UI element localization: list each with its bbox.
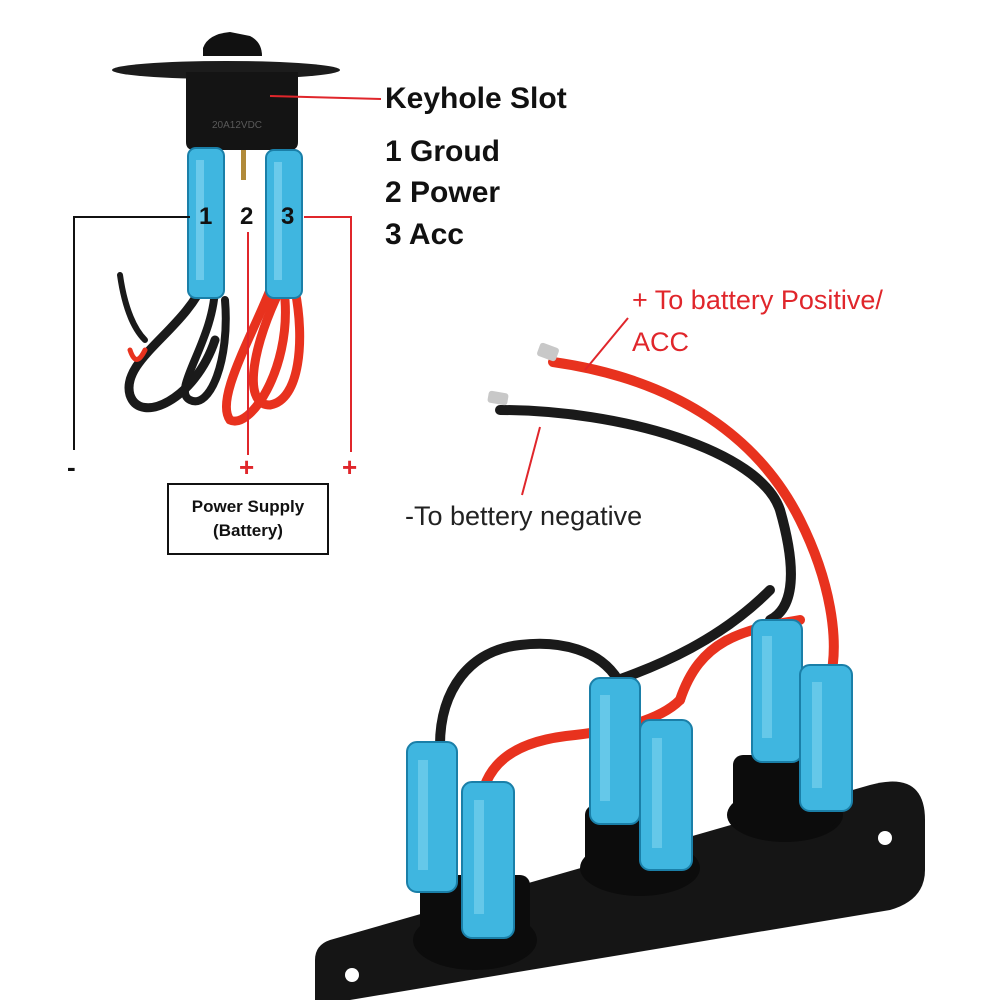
red-wire: [475, 695, 685, 820]
pin-number-3: 3: [281, 203, 295, 230]
positive-leader-line: [584, 317, 629, 371]
black-wire: [613, 585, 775, 685]
pin-number-1: 1: [199, 203, 213, 230]
plus-sign-power: +: [239, 452, 255, 482]
terminal-highlight: [418, 760, 428, 870]
keyhole-leader-line: [269, 95, 382, 100]
terminal-highlight: [196, 160, 204, 280]
wire-ends: [487, 342, 559, 406]
switch-body: [186, 72, 298, 150]
terminal-highlight: [812, 682, 822, 788]
power-supply-box: Power Supply (Battery): [167, 483, 329, 555]
pin2-legend: 2 Power: [385, 176, 501, 209]
pin-number-2: 2: [240, 203, 254, 230]
black-wire: [495, 405, 796, 625]
blue-terminal: [639, 719, 693, 871]
red-wire: [248, 285, 305, 410]
red-wire: [127, 347, 148, 362]
terminal-highlight: [474, 800, 484, 914]
bare-wire-tip: [537, 342, 559, 362]
bare-wire-tip: [487, 390, 509, 406]
single-rocker-switch: 20A12VDC: [112, 32, 340, 180]
mounting-hole: [345, 968, 359, 982]
ground-leader-line: [73, 216, 190, 450]
black-wire: [435, 638, 623, 750]
switch-rocker: [203, 32, 262, 56]
pin3-legend: 3 Acc: [385, 218, 464, 251]
top-diagram-leader-lines: [73, 95, 382, 455]
minus-sign: -: [67, 452, 76, 482]
terminal-highlight: [600, 695, 610, 801]
black-wire: [180, 281, 230, 406]
blue-terminal: [799, 664, 853, 812]
black-wire: [117, 272, 148, 343]
pin1-legend: 1 Groud: [385, 135, 501, 168]
blue-terminal: [461, 781, 515, 939]
switch-terminals: [187, 147, 303, 299]
negative-annotation: -To bettery negative: [405, 501, 643, 531]
negative-leader-line: [521, 426, 541, 496]
keyhole-slot-label: Keyhole Slot: [385, 82, 567, 115]
terminal-highlight: [652, 738, 662, 848]
switch-wire-bundle: [117, 272, 305, 426]
blue-terminal: [406, 741, 458, 893]
panel-terminals: [406, 619, 853, 939]
power-supply-line1: Power Supply: [191, 497, 305, 516]
red-wire: [548, 357, 839, 685]
positive-annotation-line2: ACC: [632, 327, 690, 357]
power-supply-line2: (Battery): [213, 521, 283, 540]
terminal-highlight: [274, 162, 282, 280]
plus-sign-acc: +: [342, 452, 358, 482]
blue-terminal: [589, 677, 641, 825]
switch-pin: [241, 150, 246, 180]
blue-terminal: [751, 619, 803, 763]
acc-leader-line: [304, 216, 352, 452]
terminal-highlight: [762, 636, 772, 738]
red-wire: [221, 285, 290, 426]
switch-rating-text: 20A12VDC: [212, 120, 262, 131]
panel-leader-lines: [521, 317, 629, 496]
positive-annotation-line1: + To battery Positive/: [632, 285, 883, 315]
mounting-hole: [878, 831, 892, 845]
